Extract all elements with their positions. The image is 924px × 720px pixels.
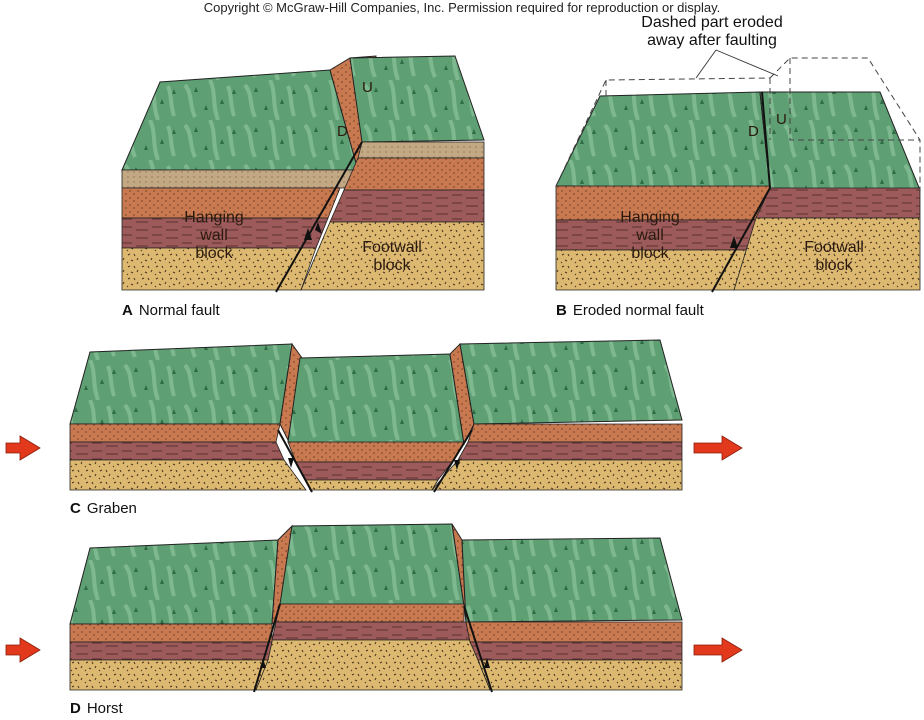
panel-b-hanging-line1: Hanging <box>620 209 680 226</box>
panel-a-down-label: D <box>337 123 348 140</box>
panel-a-up-label: U <box>362 79 373 96</box>
panel-a-diagram: D U Hanging wall block Footwall block <box>121 55 485 293</box>
panel-a-hanging-line1: Hanging <box>184 209 244 226</box>
panel-c-caption: C Graben <box>70 500 137 517</box>
panel-c-title: Graben <box>86 500 137 517</box>
panel-a-hanging-line3: block <box>195 245 233 262</box>
panel-a-hanging-line2: wall <box>199 227 228 244</box>
panel-c-left-arrow-icon <box>5 435 41 461</box>
panel-b-note-line1: Dashed part eroded <box>641 14 783 31</box>
panel-a-letter: A <box>122 302 133 319</box>
copyright-notice: Copyright © McGraw-Hill Companies, Inc. … <box>203 0 721 15</box>
panel-b-caption: B Eroded normal fault <box>556 302 704 319</box>
panel-c-diagram <box>5 339 743 493</box>
panel-d-right-arrow-icon <box>693 637 743 663</box>
panel-b-up-label: U <box>776 111 787 128</box>
panel-d-left-arrow-icon <box>5 637 41 663</box>
panel-a-caption: A Normal fault <box>122 302 220 319</box>
panel-a-footwall-line2: block <box>373 257 411 274</box>
panel-b-eroded-outline <box>555 57 921 190</box>
panel-d-title: Horst <box>86 700 123 717</box>
panel-b-letter: B <box>556 302 567 319</box>
panel-c-letter: C <box>70 500 81 517</box>
panel-a-title: Normal fault <box>138 302 220 319</box>
panel-b-down-label: D <box>748 123 759 140</box>
panel-d-caption: D Horst <box>70 700 123 717</box>
panel-b-note-line2: away after faulting <box>647 32 777 49</box>
panel-a-footwall-line1: Footwall <box>362 239 422 256</box>
panel-c-right-arrow-icon <box>693 435 743 461</box>
panel-b-hanging-line2: wall <box>635 227 664 244</box>
panel-b-footwall-line1: Footwall <box>804 239 864 256</box>
panel-d-diagram <box>5 523 743 693</box>
panel-b-eroded-note: Dashed part eroded away after faulting <box>622 14 802 50</box>
panel-d-letter: D <box>70 700 81 717</box>
panel-b-diagram: D U Hanging wall block Footwall block <box>555 49 921 293</box>
panel-b-title: Eroded normal fault <box>572 302 704 319</box>
panel-b-hanging-line3: block <box>631 245 669 262</box>
panel-b-footwall-line2: block <box>815 257 853 274</box>
